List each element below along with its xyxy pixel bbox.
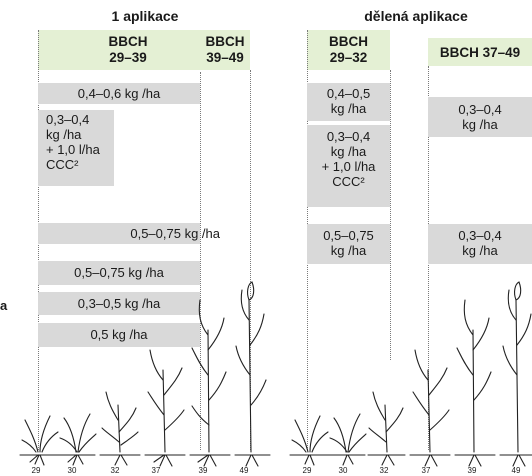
guide-line: [390, 70, 391, 360]
dose-row-label: 0,5–0,75 kg /ha: [130, 226, 220, 241]
dose-row: 0,5 kg /ha: [38, 323, 200, 347]
stage-tick: 37: [151, 466, 161, 475]
plant-stage-39-icon: [454, 299, 496, 467]
plant-stage-39-icon: [189, 299, 231, 467]
dose-row: 0,4–0,6 kg /ha: [38, 83, 200, 104]
side-letter: a: [0, 298, 8, 313]
stage-label-37-49: BBCH 37–49: [439, 45, 521, 60]
plant-stage-37-icon: [144, 349, 186, 467]
dose-row: 0,4–0,5 kg /ha: [307, 83, 390, 121]
dose-row: 0,5–0,75 kg /ha: [307, 224, 390, 264]
dose-row: 0,3–0,5 kg /ha: [38, 292, 200, 315]
stage-tick: 39: [467, 466, 477, 475]
stage-tick: 30: [67, 466, 77, 475]
stage-band-split-1: [307, 30, 390, 70]
header-split-application: dělená aplikace: [364, 8, 468, 24]
stage-tick: 32: [379, 466, 389, 475]
dose-row: 0,3–0,4 kg /ha + 1,0 l/ha CCC²: [307, 125, 390, 207]
dose-row: 0,3–0,4 kg /ha: [428, 224, 532, 264]
stage-tick: 49: [239, 466, 249, 475]
stage-tick: 37: [421, 466, 431, 475]
plant-stage-32-icon: [99, 391, 141, 466]
dose-row: [38, 223, 200, 244]
plant-stage-49-icon: [499, 281, 532, 467]
stage-tick: 29: [31, 466, 41, 475]
dose-row: 0,3–0,4 kg /ha: [428, 97, 532, 137]
stage-tick: 32: [110, 466, 120, 475]
header-single-application: 1 aplikace: [111, 8, 179, 24]
stage-label-29-32: BBCH 29–32: [329, 34, 368, 65]
plant-stage-29-icon: [19, 415, 61, 466]
stage-tick: 29: [302, 466, 312, 475]
stage-tick: 30: [338, 466, 348, 475]
plant-stage-30-icon: [59, 413, 97, 466]
stage-band-split-2: [428, 38, 532, 66]
stage-tick: 49: [511, 466, 521, 475]
stage-label-39-49: BBCH 39–49: [205, 34, 245, 65]
plant-stage-37-icon: [409, 349, 451, 467]
stage-tick: 39: [198, 466, 208, 475]
dose-row: 0,5–0,75 kg /ha: [38, 261, 200, 285]
plant-stage-32-icon: [367, 391, 406, 466]
plant-stage-29-icon: [289, 415, 331, 466]
guide-line: [250, 70, 251, 450]
guide-line: [200, 72, 201, 450]
stage-label-29-39: BBCH 29–39: [108, 34, 148, 65]
plant-stage-49-icon: [234, 281, 271, 467]
stage-band-single: [38, 30, 250, 70]
plant-stage-30-icon: [329, 413, 367, 466]
dose-row: 0,3–0,4 kg /ha + 1,0 l/ha CCC²: [38, 110, 114, 186]
